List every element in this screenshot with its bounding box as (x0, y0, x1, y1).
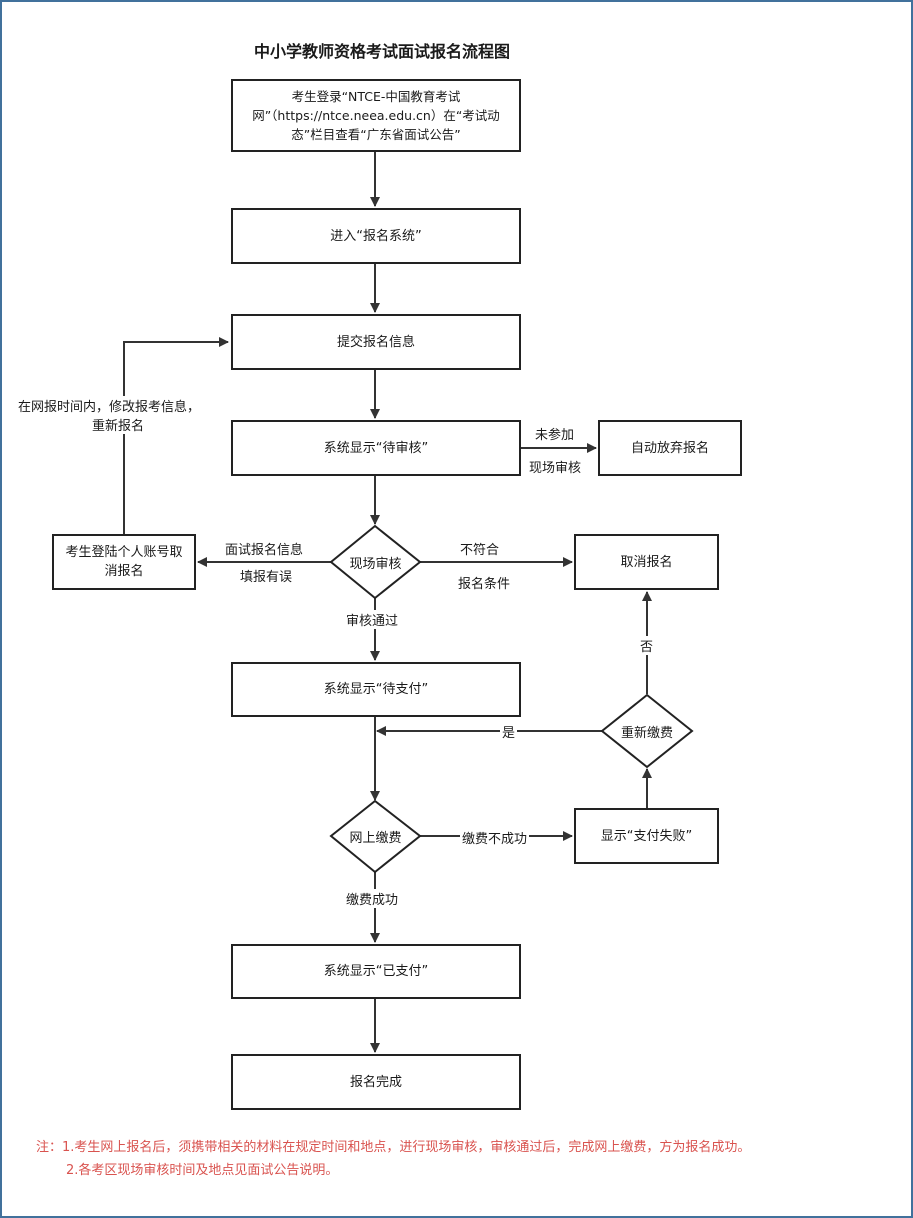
label-no: 否 (638, 636, 656, 655)
label-not-qualified-line2: 报名条件 (456, 573, 513, 592)
node-pending-payment: 系统显示“待支付” (231, 662, 521, 717)
label-pay-fail: 缴费不成功 (460, 828, 530, 847)
node-onsite-review: 现场审核 (349, 556, 402, 572)
label-not-qualified-line1: 不符合 (458, 539, 502, 558)
label-review-passed: 审核通过 (344, 610, 401, 629)
repay-diamond (600, 693, 694, 769)
label-modify-line2: 重新报名 (90, 415, 147, 434)
node-done: 报名完成 (231, 1054, 521, 1110)
footnote-line1: 注：1.考生网上报名后，须携带相关的材料在规定时间和地点，进行现场审核，审核通过… (36, 1140, 751, 1155)
label-yes: 是 (500, 722, 518, 741)
node-paid: 系统显示“已支付” (231, 944, 521, 999)
node-enter-system: 进入“报名系统” (231, 208, 521, 264)
diagram-title: 中小学教师资格考试面试报名流程图 (253, 42, 510, 61)
node-cancel: 取消报名 (574, 534, 719, 590)
node-login: 考生登录“NTCE-中国教育考试网”（https://ntce.neea.edu… (231, 79, 521, 152)
label-pay-success: 缴费成功 (344, 889, 401, 908)
label-info-error-line1: 面试报名信息 (223, 539, 306, 558)
label-modify-line1: 在网报时间内，修改报考信息， (16, 396, 203, 415)
node-online-payment: 网上缴费 (349, 831, 402, 846)
node-auto-abandon: 自动放弃报名 (598, 420, 742, 476)
onsite-review-diamond (329, 524, 422, 600)
node-cancel-personal: 考生登陆个人账号取消报名 (52, 534, 196, 590)
label-not-attend-line2: 现场审核 (527, 457, 584, 476)
node-payment-failed: 显示“支付失败” (574, 808, 719, 864)
online-payment-diamond (329, 799, 422, 874)
node-repay: 重新缴费 (620, 725, 673, 741)
footnote-line2: 2.各考区现场审核时间及地点见面试公告说明。 (66, 1163, 339, 1178)
edge-cancel-personal-to-submit (123, 337, 229, 534)
node-submit-info: 提交报名信息 (231, 314, 521, 370)
label-info-error-line2: 填报有误 (238, 566, 295, 585)
footnote: 注：1.考生网上报名后，须携带相关的材料在规定时间和地点，进行现场审核，审核通过… (36, 1136, 896, 1182)
node-pending-review: 系统显示“待审核” (231, 420, 521, 476)
label-not-attend-line1: 未参加 (533, 424, 577, 443)
